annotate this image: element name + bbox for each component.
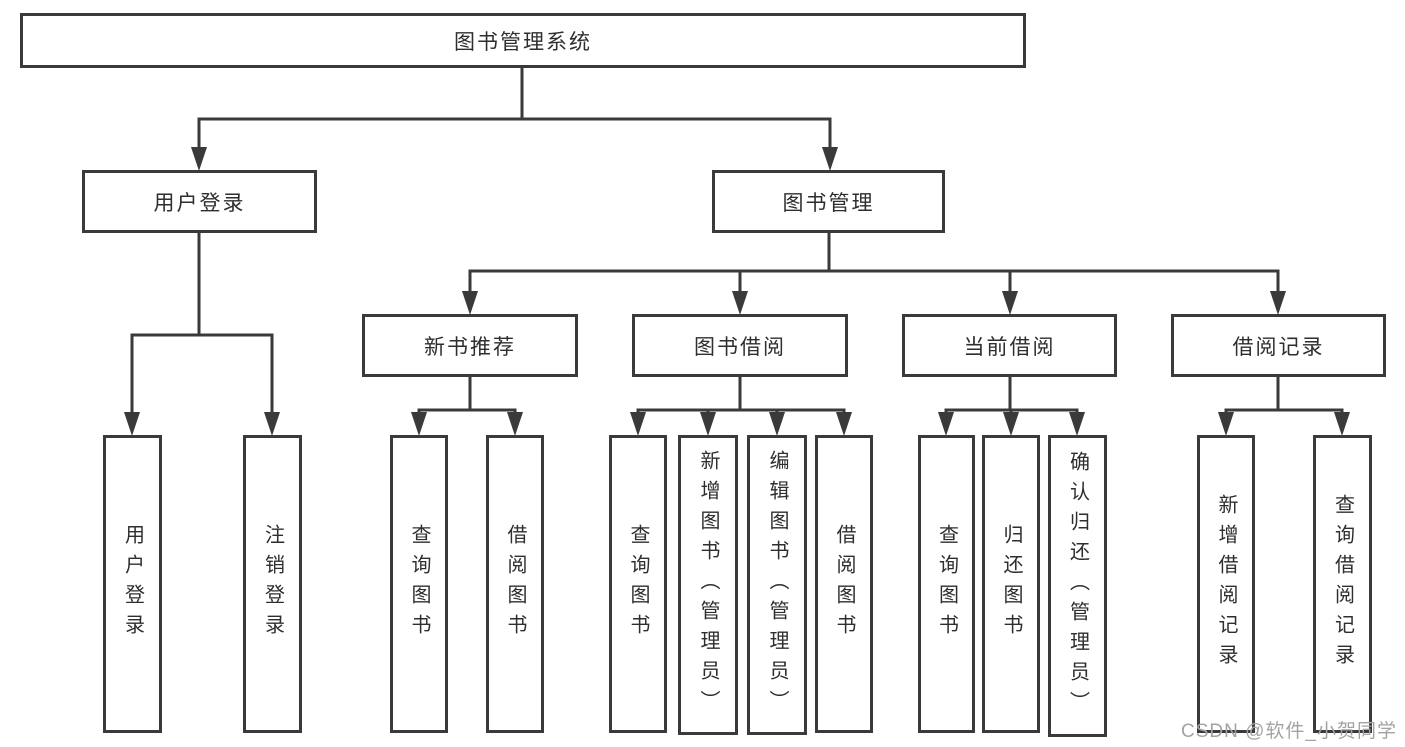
leaf-return-books-label: 归还图书 bbox=[1000, 524, 1022, 644]
leaf-add-book-admin-label: 新增图书（管理员） bbox=[697, 450, 719, 720]
arrowhead-icon bbox=[938, 412, 954, 436]
node-new-books-label: 新书推荐 bbox=[424, 335, 516, 359]
leaf-logout-label: 注销登录 bbox=[261, 524, 284, 644]
leaf-query-borrow-record: 查询借阅记录 bbox=[1313, 435, 1372, 733]
arrowhead-icon bbox=[1069, 412, 1085, 436]
leaf-query-books-new-label: 查询图书 bbox=[408, 524, 430, 644]
leaf-confirm-return-admin: 确认归还（管理员） bbox=[1048, 435, 1107, 737]
connector-root-split bbox=[197, 66, 832, 152]
arrowhead-icon bbox=[769, 412, 785, 436]
leaf-edit-book-admin: 编辑图书（管理员） bbox=[747, 435, 807, 735]
leaf-query-books-borrow: 查询图书 bbox=[609, 435, 667, 733]
connector-book-borrow-split bbox=[636, 375, 846, 419]
arrowhead-icon bbox=[822, 147, 838, 171]
leaf-logout: 注销登录 bbox=[243, 435, 302, 733]
node-book-borrow: 图书借阅 bbox=[632, 314, 848, 377]
leaf-query-books-current-label: 查询图书 bbox=[935, 524, 958, 644]
node-book-management-label: 图书管理 bbox=[782, 191, 875, 215]
node-root: 图书管理系统 bbox=[20, 13, 1026, 68]
arrowhead-icon bbox=[1003, 412, 1019, 436]
node-user-login: 用户登录 bbox=[82, 170, 317, 233]
node-new-books: 新书推荐 bbox=[362, 314, 578, 377]
arrowhead-icon bbox=[411, 412, 427, 436]
arrowhead-icon bbox=[1218, 412, 1234, 436]
node-current-borrow-label: 当前借阅 bbox=[963, 335, 1056, 359]
leaf-user-login-label: 用户登录 bbox=[121, 524, 144, 644]
leaf-query-books-borrow-label: 查询图书 bbox=[627, 524, 649, 644]
arrowhead-icon bbox=[630, 412, 646, 436]
leaf-borrow-books-label: 借阅图书 bbox=[833, 524, 855, 644]
connector-user-login-split bbox=[130, 231, 274, 417]
arrowhead-icon bbox=[1002, 291, 1018, 315]
arrowhead-icon bbox=[732, 291, 748, 315]
node-borrow-records-label: 借阅记录 bbox=[1232, 335, 1325, 359]
arrowhead-icon bbox=[836, 412, 852, 436]
leaf-query-books-new: 查询图书 bbox=[390, 435, 448, 733]
arrowhead-icon bbox=[1334, 412, 1350, 436]
leaf-return-books: 归还图书 bbox=[982, 435, 1040, 733]
node-borrow-records: 借阅记录 bbox=[1171, 314, 1386, 377]
node-current-borrow: 当前借阅 bbox=[902, 314, 1117, 377]
leaf-add-book-admin: 新增图书（管理员） bbox=[678, 435, 738, 735]
connector-new-books-split bbox=[417, 375, 517, 419]
node-user-login-label: 用户登录 bbox=[153, 191, 246, 215]
leaf-confirm-return-admin-label: 确认归还（管理员） bbox=[1066, 451, 1089, 721]
node-book-management: 图书管理 bbox=[712, 170, 945, 233]
arrowhead-icon bbox=[264, 412, 280, 436]
arrowhead-icon bbox=[1270, 291, 1286, 315]
arrowhead-icon bbox=[700, 412, 716, 436]
leaf-borrow-books-new-label: 借阅图书 bbox=[504, 524, 526, 644]
arrowhead-icon bbox=[462, 291, 478, 315]
arrowhead-icon bbox=[191, 147, 207, 171]
arrowhead-icon bbox=[124, 412, 140, 436]
connector-borrow-records-split bbox=[1224, 375, 1344, 419]
leaf-query-books-current: 查询图书 bbox=[918, 435, 975, 733]
connector-current-borrow-split bbox=[944, 375, 1079, 419]
arrowheads bbox=[124, 147, 1350, 436]
arrowhead-icon bbox=[507, 412, 523, 436]
leaf-add-borrow-record: 新增借阅记录 bbox=[1197, 435, 1255, 733]
leaf-edit-book-admin-label: 编辑图书（管理员） bbox=[766, 450, 788, 720]
node-root-label: 图书管理系统 bbox=[454, 30, 592, 54]
leaf-borrow-books: 借阅图书 bbox=[815, 435, 873, 733]
leaf-borrow-books-new: 借阅图书 bbox=[486, 435, 544, 733]
node-book-borrow-label: 图书借阅 bbox=[694, 335, 786, 359]
leaf-user-login: 用户登录 bbox=[103, 435, 162, 733]
leaf-add-borrow-record-label: 新增借阅记录 bbox=[1215, 494, 1237, 674]
connector-book-management-split bbox=[468, 231, 1280, 297]
leaf-query-borrow-record-label: 查询借阅记录 bbox=[1331, 494, 1354, 674]
